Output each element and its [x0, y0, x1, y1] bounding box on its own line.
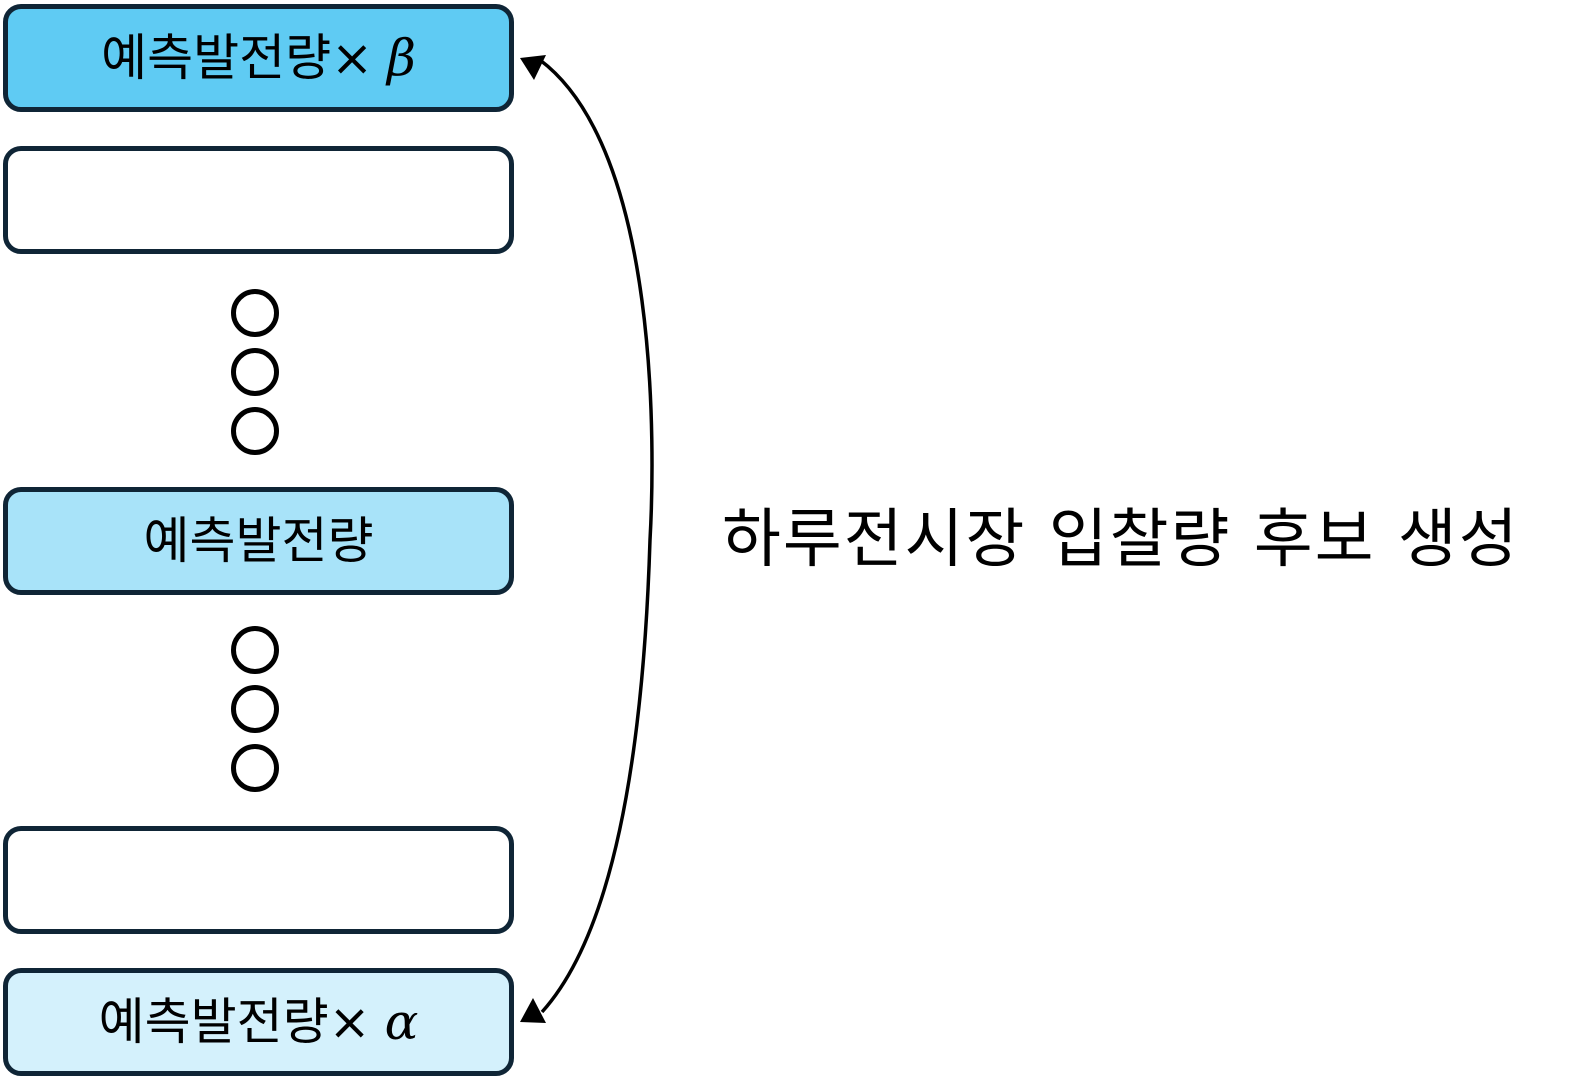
arrowhead-top [520, 55, 546, 80]
dot [231, 348, 279, 396]
candidate-generation-label: 하루전시장 입찰량 후보 생성 [722, 503, 1520, 577]
ellipsis-dots-upper [225, 285, 285, 460]
dot [231, 407, 279, 455]
box-empty-upper [3, 146, 514, 254]
dot [231, 685, 279, 733]
beta-symbol: β [387, 29, 416, 87]
arrow-arc [538, 58, 654, 1014]
box-forecast-label: 예측발전량 [143, 512, 374, 570]
box-forecast-alpha: 예측발전량×α [3, 968, 514, 1076]
box-forecast: 예측발전량 [3, 487, 514, 595]
dot [231, 744, 279, 792]
box-forecast-beta: 예측발전량×β [3, 4, 514, 112]
dot [231, 626, 279, 674]
alpha-symbol: α [384, 993, 419, 1051]
dot [231, 289, 279, 337]
box-forecast-beta-label: 예측발전량× [101, 29, 373, 87]
ellipsis-dots-lower [225, 622, 285, 797]
box-forecast-alpha-label: 예측발전량× [98, 993, 371, 1051]
arrowhead-bottom [520, 998, 546, 1023]
box-empty-lower [3, 826, 514, 934]
